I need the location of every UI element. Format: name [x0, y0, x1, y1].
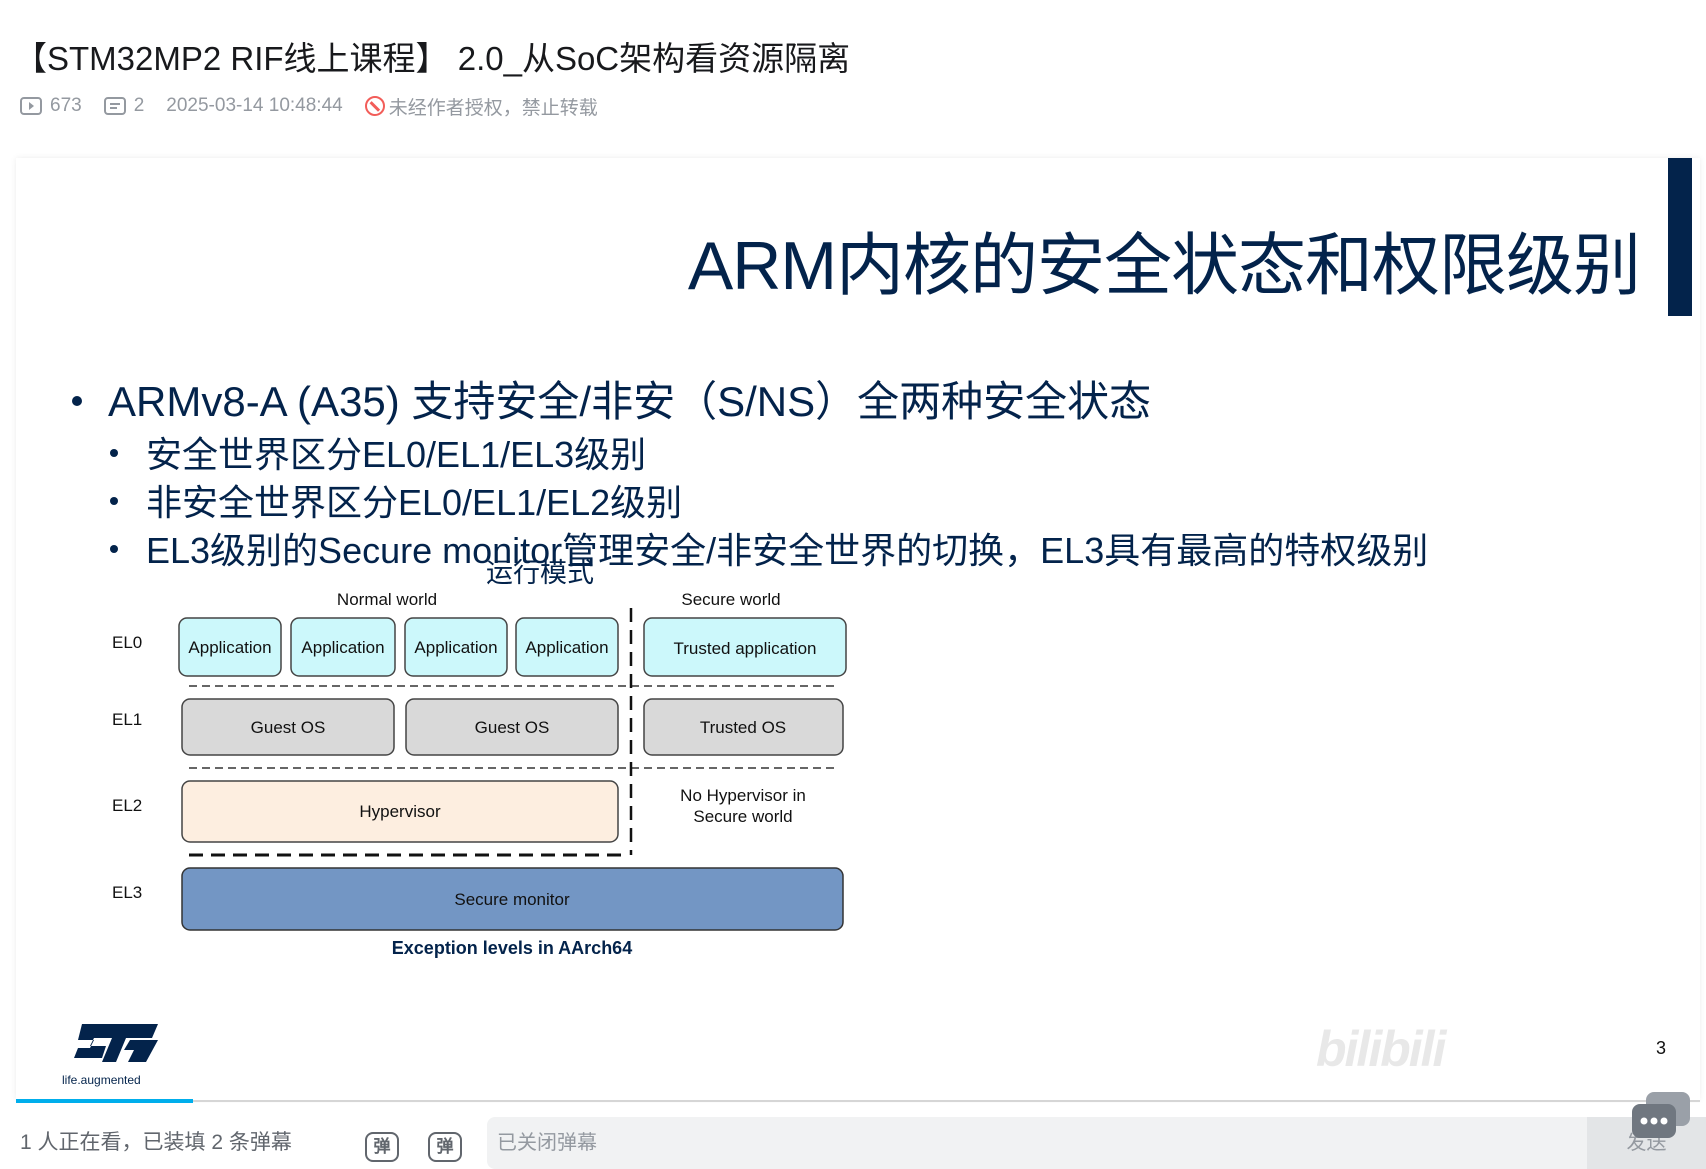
view-count: 673	[20, 95, 82, 117]
slide-sub-bullet: 安全世界区分EL0/EL1/EL3级别	[110, 426, 646, 478]
danmaku-count: 2	[103, 95, 144, 117]
logo-tagline: life.augmented	[62, 1073, 141, 1087]
video-player[interactable]: ARM内核的安全状态和权限级别 ARMv8-A (A35) 支持安全/非安（S/…	[16, 158, 1700, 1100]
progress-track[interactable]	[16, 1100, 1700, 1102]
svg-text:Secure monitor: Secure monitor	[454, 890, 570, 909]
slide-title: ARM内核的安全状态和权限级别	[687, 228, 1641, 304]
secure-world-label: Secure world	[681, 590, 780, 609]
diagram-heading: 运行模式	[486, 558, 594, 588]
slide-accent-bar	[1668, 158, 1692, 316]
el0-app-box: Application	[178, 617, 282, 677]
level-label-el2: EL2	[112, 796, 142, 815]
app-label: Application	[301, 638, 384, 657]
publish-datetime: 2025-03-14 10:48:44	[166, 95, 343, 116]
no-hypervisor-note: No Hypervisor in	[680, 786, 806, 805]
slide-sub-bullet: 非安全世界区分EL0/EL1/EL2级别	[110, 474, 682, 526]
danmaku-count-icon	[103, 97, 126, 115]
app-label: Application	[188, 638, 271, 657]
app-label: Application	[525, 638, 608, 657]
danmaku-toggle-button[interactable]: 弹	[365, 1132, 399, 1162]
play-count-icon	[20, 97, 42, 115]
danmaku-input[interactable]: 已关闭弹幕	[487, 1117, 1587, 1169]
guest-os-box: Guest OS	[181, 698, 395, 756]
level-label-el3: EL3	[112, 883, 142, 902]
hypervisor-box: Hypervisor	[181, 780, 619, 843]
exception-levels-diagram: 运行模式 Normal world Secure world EL0 EL1 E…	[112, 558, 847, 958]
svg-text:Trusted application: Trusted application	[673, 639, 816, 658]
app-label: Application	[414, 638, 497, 657]
trusted-application-box: Trusted application	[643, 617, 847, 677]
svg-text:Guest OS: Guest OS	[251, 718, 326, 737]
el0-app-box: Application	[515, 617, 619, 677]
no-hypervisor-note: Secure world	[693, 807, 792, 826]
danmaku-settings-button[interactable]: 弹	[428, 1132, 462, 1162]
diagram-caption: Exception levels in AArch64	[392, 938, 632, 958]
slide-sub-bullet: EL3级别的Secure monitor管理安全/非安全世界的切换，EL3具有最…	[110, 522, 1428, 574]
chat-bubble-icon[interactable]	[1630, 1090, 1694, 1144]
bilibili-watermark: bilibili	[1316, 1021, 1446, 1077]
progress-fill[interactable]	[16, 1099, 193, 1103]
slide-page-number: 3	[1656, 1038, 1667, 1058]
el0-app-box: Application	[290, 617, 396, 677]
svg-text:Trusted OS: Trusted OS	[700, 718, 786, 737]
svg-text:Hypervisor: Hypervisor	[359, 802, 441, 821]
secure-monitor-box: Secure monitor	[181, 867, 844, 931]
svg-text:Guest OS: Guest OS	[475, 718, 550, 737]
slide-bullet-main: ARMv8-A (A35) 支持安全/非安（S/NS）全两种安全状态	[72, 368, 1151, 429]
level-label-el1: EL1	[112, 710, 142, 729]
el0-app-box: Application	[404, 617, 508, 677]
no-repost-icon	[364, 96, 385, 116]
normal-world-label: Normal world	[337, 590, 437, 609]
guest-os-box: Guest OS	[405, 698, 619, 756]
level-label-el0: EL0	[112, 633, 142, 652]
trusted-os-box: Trusted OS	[643, 698, 844, 756]
video-title: 【STM32MP2 RIF线上课程】 2.0_从SoC架构看资源隔离	[14, 40, 851, 77]
st-logo: life.augmented	[62, 1018, 168, 1087]
video-meta: 673 2 2025-03-14 10:48:44 未经作者授权，禁止转载	[20, 92, 598, 120]
viewer-count-text: 1 人正在看，已装填 2 条弹幕	[20, 1131, 292, 1154]
copyright-notice: 未经作者授权，禁止转载	[364, 93, 598, 120]
